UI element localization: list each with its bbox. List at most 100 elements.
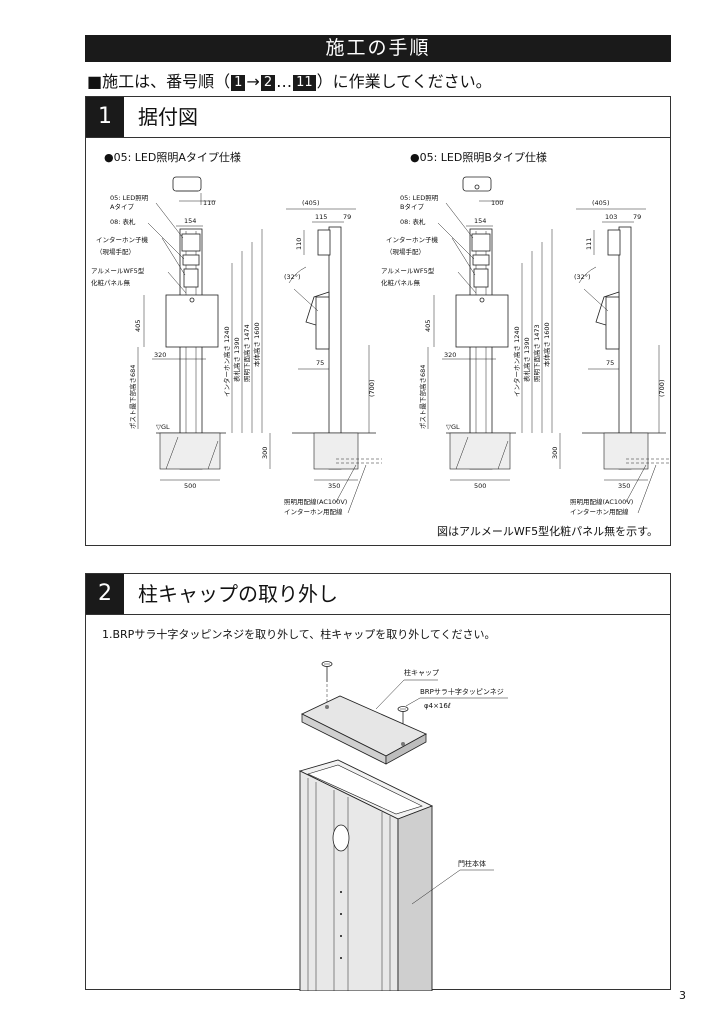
step-badge-second: 2 — [260, 75, 276, 91]
side-light-block — [607, 229, 621, 256]
led-light-block — [181, 233, 201, 252]
section-number: 1 — [86, 97, 124, 137]
label-b-light: 05: LED照明 — [400, 194, 439, 202]
side-foundation-hatch — [313, 432, 359, 470]
dim-a-75: 75 — [316, 359, 324, 367]
step-badge-last: 11 — [293, 75, 316, 91]
label-b-h4: 本体高さ 1600 — [542, 322, 551, 367]
intro-suffix: ）に作業してください。 — [316, 72, 492, 91]
drawing-note: 図はアルメールWF5型化粧パネル無を示す。 — [437, 525, 658, 538]
label-a-post-bottom: ポスト最下部高さ684 — [128, 365, 137, 429]
dim-a-110: 110 — [203, 199, 215, 207]
variant-a-heading: ●05: LED照明Aタイプ仕様 — [104, 151, 241, 164]
dim-b-700: (700) — [658, 380, 666, 397]
label-a-nameplate: 08: 表札 — [110, 217, 136, 226]
dim-b-300: 300 — [551, 447, 559, 459]
label-b-nameplate: 08: 表札 — [400, 217, 426, 226]
dim-b-405: 405 — [424, 320, 432, 332]
label-b-mailbox: アルメールWF5型 — [381, 266, 435, 275]
dim-b-75: 75 — [606, 359, 614, 367]
variant-a-front-view: 110 154 05: LED照明 Aタイプ 08: 表札 インターホン子機 （… — [91, 176, 271, 490]
mailbox-key-icon — [479, 297, 485, 303]
flap-angle-arc — [578, 266, 597, 284]
dim-a-110v: 110 — [295, 238, 303, 250]
dim-a-700: (700) — [368, 380, 376, 397]
post-body-illustration — [298, 759, 434, 991]
label-b-h2: 表札高さ 1390 — [522, 337, 531, 382]
intro-ellipsis: … — [276, 72, 293, 91]
label-wiring-intercom-b: インターホン用配線 — [570, 507, 629, 516]
section-number: 2 — [86, 574, 124, 614]
intro-text: ■施工は、番号順（1→2…11）に作業してください。 — [87, 71, 492, 93]
dim-a-500: 500 — [184, 482, 196, 490]
label-b-intercom: インターホン子機 — [386, 235, 439, 244]
foundation-hatch — [449, 432, 511, 470]
label-a-h2: 表札高さ 1390 — [232, 337, 241, 382]
installation-drawing: 110 154 05: LED照明 Aタイプ 08: 表札 インターホン子機 （… — [91, 176, 670, 516]
label-a-intercom-note: （現場手配） — [96, 247, 135, 256]
dim-b-103: 103 — [605, 213, 617, 221]
page-number: 3 — [679, 989, 686, 1002]
led-light-fixture-icon — [462, 176, 492, 192]
dim-b-79: 79 — [633, 213, 641, 221]
instruction-text: 1.BRPサラ十字タッピンネジを取り外して、柱キャップを取り外してください。 — [102, 628, 496, 641]
led-light-fixture-icon — [172, 176, 202, 192]
label-b-mailbox-panel: 化粧パネル無 — [381, 278, 421, 287]
light-lens-icon — [474, 184, 480, 190]
dim-a-350: 350 — [328, 482, 340, 490]
intercom-block — [183, 268, 199, 288]
label-wiring-intercom: インターホン用配線 — [284, 507, 343, 516]
dim-b-100: 100 — [491, 199, 503, 207]
dim-b-350: 350 — [618, 482, 630, 490]
label-a-light: 05: LED照明 — [110, 194, 149, 202]
page-title: 施工の手順 — [85, 35, 671, 62]
label-b-h3: 照明下面高さ 1473 — [532, 324, 541, 382]
dim-a-405: 405 — [134, 320, 142, 332]
post-cap — [300, 695, 428, 765]
label-a-h1: インターホン高さ 1240 — [222, 326, 231, 397]
section-title: 据付図 — [138, 105, 198, 129]
dim-a-300: 300 — [261, 447, 269, 459]
dim-a-320: 320 — [154, 351, 166, 359]
label-a-mailbox-panel: 化粧パネル無 — [91, 278, 131, 287]
label-b-angle: (32°) — [574, 273, 591, 281]
side-mailbox-block — [605, 296, 620, 350]
mailbox-block — [455, 294, 509, 348]
variant-a-side-view: (405) 115 79 110 (32°) 75 (700) 350 — [284, 199, 382, 516]
dim-a-79: 79 — [343, 213, 351, 221]
dim-a-154: 154 — [184, 217, 196, 225]
label-b-light-type: Bタイプ — [400, 202, 424, 211]
variant-b-heading: ●05: LED照明Bタイプ仕様 — [410, 151, 547, 164]
nameplate-block — [182, 254, 200, 266]
section-title: 柱キャップの取り外し — [138, 582, 338, 606]
label-a-mailbox: アルメールWF5型 — [91, 266, 145, 275]
label-b-intercom-note: （現場手配） — [386, 247, 425, 256]
flap-angle-arc — [288, 266, 307, 284]
variant-b-side-view: (405) 103 79 111 (32°) 75 (700) 350 — [570, 199, 670, 516]
section-cap-removal: 2 柱キャップの取り外し 1.BRPサラ十字タッピンネジを取り外して、柱キャップ… — [85, 573, 671, 991]
side-foundation-hatch — [603, 432, 649, 470]
label-a-angle: (32°) — [284, 273, 301, 281]
label-a-light-type: Aタイプ — [110, 202, 134, 211]
side-light-block — [317, 229, 331, 256]
label-cap: 柱キャップ — [404, 668, 439, 677]
side-mailbox-block — [315, 296, 330, 350]
intercom-block — [473, 268, 489, 288]
mailbox-key-icon — [189, 297, 195, 303]
label-wiring-light-b: 照明用配線(AC100V) — [570, 497, 633, 506]
cap-removal-illustration: 柱キャップ BRPサラ十字タッピンネジ φ4×16ℓ 門柱本体 — [298, 661, 508, 991]
label-screw-size: φ4×16ℓ — [424, 702, 451, 710]
variant-b-front-view: 100 154 05: LED照明 Bタイプ 08: 表札 インターホン子機 （… — [381, 176, 561, 490]
label-a-intercom: インターホン子機 — [96, 235, 149, 244]
label-a-h3: 照明下面高さ 1474 — [242, 324, 251, 382]
dim-a-115: 115 — [315, 213, 327, 221]
label-b-ground: ▽GL — [446, 423, 460, 431]
section-installation-drawing: 1 据付図 ●05: LED照明Aタイプ仕様 ●05: LED照明Bタイプ仕様 … — [85, 96, 671, 546]
foundation-hatch — [159, 432, 221, 470]
dim-b-500: 500 — [474, 482, 486, 490]
intro-prefix: ■施工は、番号順（ — [87, 72, 231, 91]
dim-b-111: 111 — [585, 238, 593, 250]
label-a-h4: 本体高さ 1600 — [252, 322, 261, 367]
dim-a-top: (405) — [302, 199, 319, 207]
label-b-h1: インターホン高さ 1240 — [512, 326, 521, 397]
